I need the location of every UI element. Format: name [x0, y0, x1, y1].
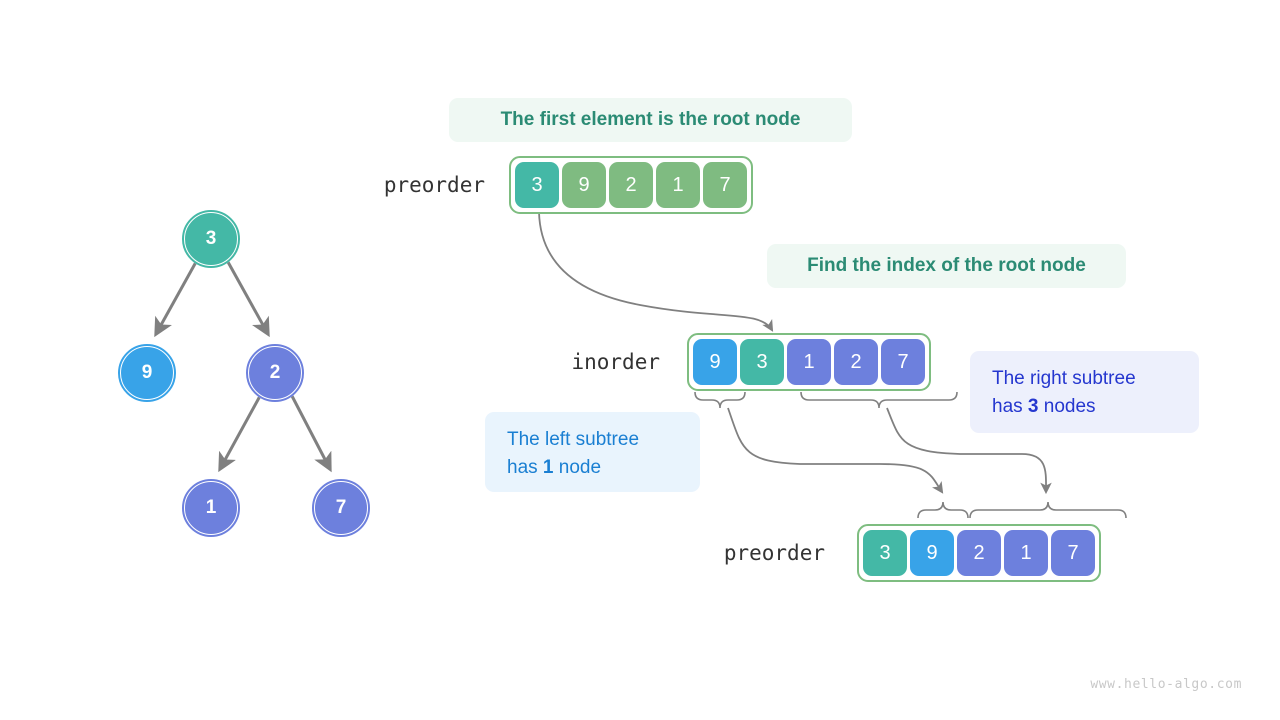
callout-text: Find the index of the root node: [807, 255, 1086, 276]
array-cell[interactable]: 7: [1051, 530, 1095, 576]
cell-value: 2: [850, 350, 862, 373]
array-cell[interactable]: 2: [834, 339, 878, 385]
watermark: www.hello-algo.com: [1090, 677, 1242, 692]
callout-text-post: nodes: [1038, 395, 1096, 417]
node-ring: [246, 344, 304, 402]
callout-left-subtree: The left subtree has 1 node: [485, 412, 700, 492]
cell-value: 9: [578, 173, 590, 196]
tree-edges: [154, 261, 332, 473]
array-cell[interactable]: 7: [881, 339, 925, 385]
bottom-left-brace: [917, 501, 969, 519]
callout-count: 3: [1027, 395, 1039, 417]
callout-text-pre: has: [507, 456, 543, 478]
tree-node-right-left[interactable]: 1: [182, 479, 240, 537]
cell-value: 1: [672, 173, 684, 196]
array-cell[interactable]: 7: [703, 162, 747, 208]
tree-node-left[interactable]: 9: [118, 344, 176, 402]
callout-text-post: node: [553, 456, 602, 478]
array-cells-preorder-top: 3 9 2 1 7: [509, 156, 753, 214]
cell-value: 3: [879, 541, 891, 564]
left-subtree-curve: [727, 407, 944, 494]
callout-find-index-root: Find the index of the root node: [767, 244, 1126, 288]
cell-value: 3: [756, 350, 768, 373]
node-ring: [312, 479, 370, 537]
callout-first-element-root: The first element is the root node: [449, 98, 852, 142]
callout-line-2: has 3 nodes: [992, 393, 1177, 421]
tree-node-right[interactable]: 2: [246, 344, 304, 402]
array-cell[interactable]: 9: [693, 339, 737, 385]
callout-line-1: The right subtree: [992, 368, 1136, 389]
array-label-inorder: inorder: [571, 350, 660, 374]
tree-node-root[interactable]: 3: [182, 210, 240, 268]
array-cell[interactable]: 2: [957, 530, 1001, 576]
inorder-left-brace: [694, 391, 746, 409]
callout-text-pre: has: [992, 395, 1028, 417]
cell-value: 2: [625, 173, 637, 196]
array-cell[interactable]: 2: [609, 162, 653, 208]
array-cell[interactable]: 9: [562, 162, 606, 208]
array-cell[interactable]: 3: [740, 339, 784, 385]
callout-count: 1: [542, 456, 554, 478]
cell-value: 3: [531, 173, 543, 196]
root-to-inorder-curve: [538, 211, 774, 332]
node-ring: [182, 210, 240, 268]
cell-value: 7: [897, 350, 909, 373]
inorder-right-brace: [800, 391, 958, 409]
cell-value: 1: [1020, 541, 1032, 564]
cell-value: 1: [803, 350, 815, 373]
bottom-right-brace: [969, 501, 1127, 519]
array-cell[interactable]: 3: [515, 162, 559, 208]
array-label-preorder-bottom: preorder: [723, 541, 825, 565]
callout-line-1: The left subtree: [507, 429, 640, 450]
array-cell[interactable]: 3: [863, 530, 907, 576]
array-cells-preorder-bottom: 3 9 2 1 7: [857, 524, 1101, 582]
array-cells-inorder: 9 3 1 2 7: [687, 333, 931, 391]
callout-right-subtree: The right subtree has 3 nodes: [970, 351, 1199, 433]
node-ring: [118, 344, 176, 402]
callout-line-2: has 1 node: [507, 454, 678, 482]
cell-value: 7: [1067, 541, 1079, 564]
array-cell[interactable]: 1: [1004, 530, 1048, 576]
cell-value: 9: [926, 541, 938, 564]
array-label-preorder-top: preorder: [383, 173, 485, 197]
tree-node-right-right[interactable]: 7: [312, 479, 370, 537]
cell-value: 7: [719, 173, 731, 196]
cell-value: 2: [973, 541, 985, 564]
callout-text: The first element is the root node: [500, 109, 801, 130]
array-cell[interactable]: 1: [656, 162, 700, 208]
array-cell[interactable]: 9: [910, 530, 954, 576]
node-ring: [182, 479, 240, 537]
cell-value: 9: [709, 350, 721, 373]
array-cell[interactable]: 1: [787, 339, 831, 385]
